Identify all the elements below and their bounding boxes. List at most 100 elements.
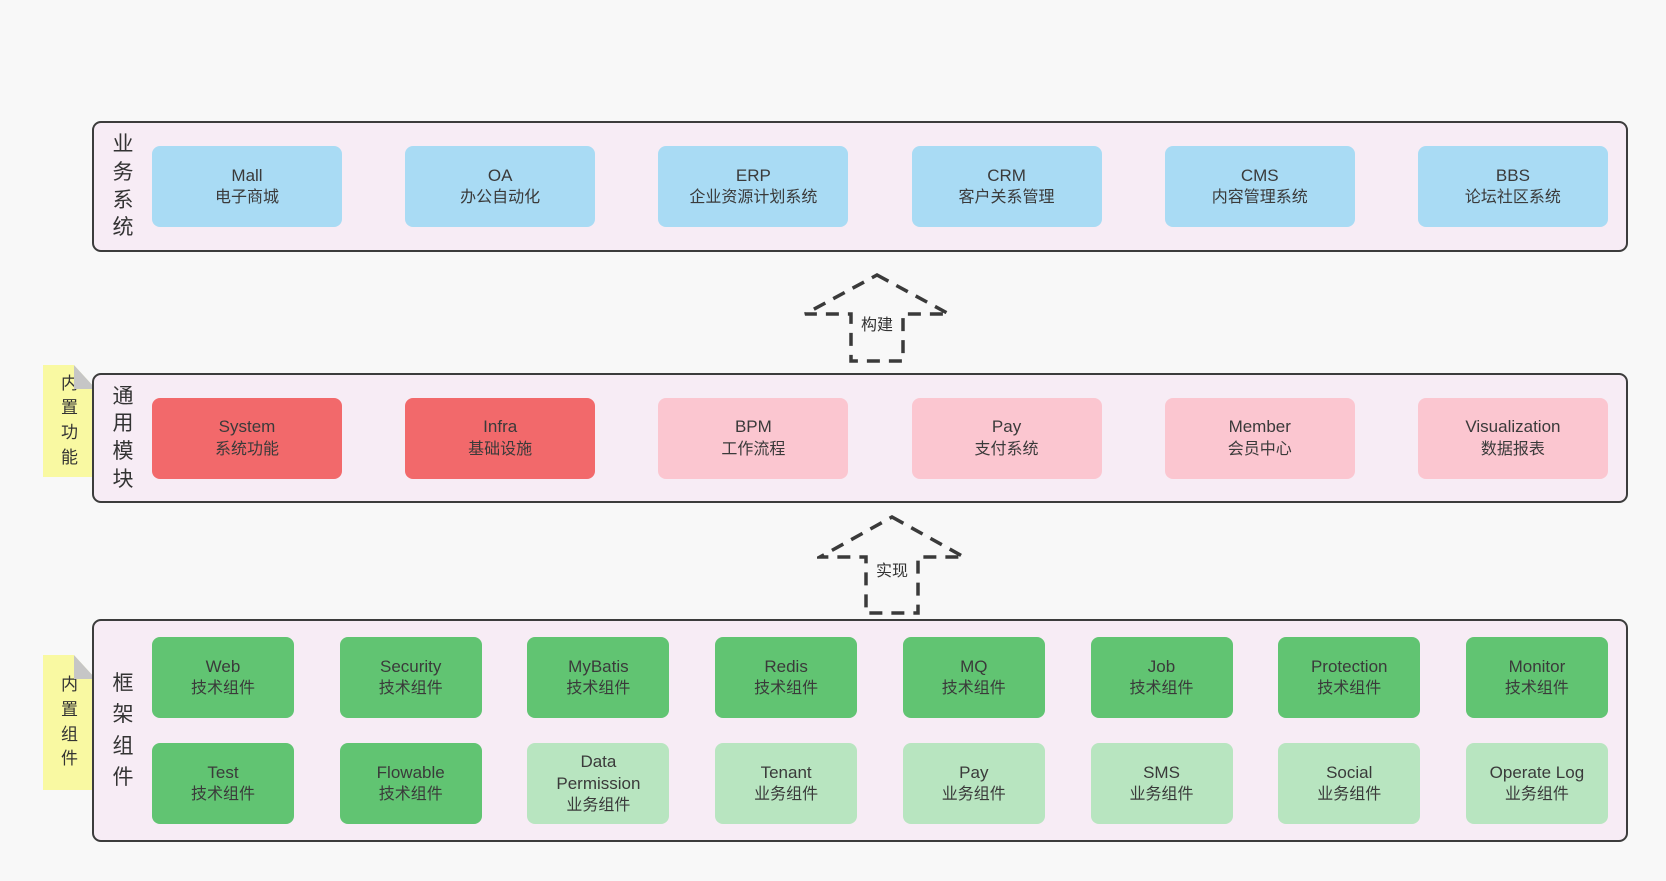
box-name: Mall — [231, 165, 263, 185]
box-subtitle: 客户关系管理 — [958, 189, 1055, 207]
box-subtitle: 业务组件 — [754, 786, 819, 804]
modules-boxes-row: System 系统功能 Infra 基础设施 BPM 工作流程 Pay 支付系统… — [152, 375, 1626, 501]
box-name: Flowable — [376, 762, 445, 782]
box-name: Tenant — [760, 762, 812, 782]
box-subtitle: 企业资源计划系统 — [689, 189, 818, 207]
box-name: BBS — [1495, 165, 1530, 185]
band-components-label: 框架组件 — [112, 671, 134, 790]
up-arrow-shape — [817, 514, 967, 615]
sticky-note-built-in-components: 内置组件 — [43, 655, 96, 790]
box-web: Web 技术组件 — [152, 637, 294, 718]
box-flowable: Flowable 技术组件 — [339, 743, 482, 824]
box-name: CRM — [987, 165, 1026, 185]
box-mybatis: MyBatis 技术组件 — [527, 637, 670, 718]
box-subtitle: 技术组件 — [1129, 680, 1194, 698]
box-subtitle: 电子商城 — [214, 189, 279, 207]
band-label-column: 通用模块 — [94, 375, 152, 501]
box-mall: Mall 电子商城 — [152, 146, 342, 227]
box-system: System 系统功能 — [152, 397, 342, 479]
box-pay: Pay 支付系统 — [911, 397, 1102, 479]
box-monitor: Monitor 技术组件 — [1465, 637, 1608, 718]
box-subtitle: 技术组件 — [941, 680, 1006, 698]
band-modules-label: 通用模块 — [112, 384, 134, 491]
box-member: Member 会员中心 — [1164, 397, 1355, 479]
components-row-2: Test 技术组件 Flowable 技术组件 Data Permission … — [152, 743, 1608, 824]
box-protection: Protection 技术组件 — [1278, 637, 1421, 718]
box-subtitle: 业务组件 — [1129, 786, 1194, 804]
box-test: Test 技术组件 — [152, 743, 294, 824]
box-visualization: Visualization 数据报表 — [1417, 397, 1608, 479]
box-subtitle: 技术组件 — [566, 680, 631, 698]
box-subtitle: 业务组件 — [1317, 786, 1382, 804]
sticky-note-built-in-functions: 内置功能 — [43, 365, 96, 477]
box-infra: Infra 基础设施 — [405, 397, 596, 479]
dashed-up-arrow-build — [804, 273, 950, 363]
box-job: Job 技术组件 — [1090, 637, 1233, 718]
box-name: Visualization — [1465, 417, 1561, 437]
box-subtitle: 技术组件 — [754, 680, 819, 698]
box-subtitle: 基础设施 — [468, 440, 533, 458]
box-subtitle: 内容管理系统 — [1211, 189, 1308, 207]
box-name: Pay — [959, 762, 989, 782]
box-pay-component: Pay 业务组件 — [902, 743, 1045, 824]
box-name: Monitor — [1508, 656, 1566, 676]
box-subtitle: 系统功能 — [214, 440, 279, 458]
band-common-modules: 通用模块 System 系统功能 Infra 基础设施 BPM 工作流程 Pay… — [92, 373, 1628, 503]
box-bpm: BPM 工作流程 — [658, 397, 849, 479]
sticky-note-label: 内置功能 — [60, 373, 78, 467]
arrow-implement-label: 实现 — [872, 556, 912, 582]
business-boxes-row: Mall 电子商城 OA 办公自动化 ERP 企业资源计划系统 CRM 客户关系… — [152, 123, 1626, 250]
band-label-column: 业务系统 — [94, 123, 152, 250]
box-name: Security — [379, 656, 442, 676]
box-operate-log: Operate Log 业务组件 — [1465, 743, 1608, 824]
box-name: Redis — [764, 656, 808, 676]
sticky-note-label: 内置组件 — [60, 675, 78, 769]
band-business-systems: 业务系统 Mall 电子商城 OA 办公自动化 ERP 企业资源计划系统 CRM… — [92, 121, 1628, 252]
box-subtitle: 技术组件 — [1504, 680, 1569, 698]
box-security: Security 技术组件 — [339, 637, 482, 718]
box-subtitle: 办公自动化 — [460, 189, 541, 207]
box-name: SMS — [1143, 762, 1180, 782]
components-grid: Web 技术组件 Security 技术组件 MyBatis 技术组件 Redi… — [152, 621, 1626, 840]
box-name: Web — [205, 656, 241, 676]
box-name: Job — [1147, 656, 1176, 676]
box-name: Pay — [991, 417, 1022, 437]
box-name: System — [218, 417, 276, 437]
box-subtitle: 技术组件 — [378, 786, 443, 804]
box-name: BPM — [734, 417, 772, 437]
box-crm: CRM 客户关系管理 — [911, 146, 1102, 227]
box-sms: SMS 业务组件 — [1090, 743, 1233, 824]
box-name: ERP — [735, 165, 771, 185]
box-name: Test — [207, 762, 239, 782]
box-data-permission: Data Permission 业务组件 — [527, 743, 670, 824]
box-subtitle: 技术组件 — [190, 786, 255, 804]
box-cms: CMS 内容管理系统 — [1164, 146, 1355, 227]
arrow-build-label: 构建 — [857, 310, 897, 336]
box-oa: OA 办公自动化 — [405, 146, 596, 227]
box-name: MQ — [960, 656, 988, 676]
box-subtitle: 业务组件 — [566, 797, 631, 815]
box-subtitle: 业务组件 — [1504, 786, 1569, 804]
box-name: OA — [487, 165, 513, 185]
band-framework-components: 框架组件 Web 技术组件 Security 技术组件 MyBatis 技术组件… — [92, 619, 1628, 842]
band-business-label: 业务系统 — [112, 133, 134, 240]
box-name: Member — [1228, 417, 1291, 437]
box-subtitle: 支付系统 — [974, 440, 1039, 458]
box-subtitle: 技术组件 — [378, 680, 443, 698]
box-name: Infra — [483, 417, 518, 437]
box-name: Social — [1326, 762, 1373, 782]
box-subtitle: 会员中心 — [1227, 440, 1292, 458]
box-name: CMS — [1240, 165, 1279, 185]
dashed-up-arrow-implement — [817, 514, 967, 615]
box-name: Operate Log — [1489, 762, 1585, 782]
box-subtitle: 工作流程 — [721, 440, 786, 458]
up-arrow-shape — [804, 273, 950, 363]
box-name: Data Permission — [556, 751, 641, 793]
box-tenant: Tenant 业务组件 — [715, 743, 858, 824]
box-subtitle: 技术组件 — [190, 680, 255, 698]
box-name: MyBatis — [568, 656, 629, 676]
box-subtitle: 数据报表 — [1480, 440, 1545, 458]
components-row-1: Web 技术组件 Security 技术组件 MyBatis 技术组件 Redi… — [152, 637, 1608, 718]
box-subtitle: 业务组件 — [941, 786, 1006, 804]
box-social: Social 业务组件 — [1278, 743, 1421, 824]
